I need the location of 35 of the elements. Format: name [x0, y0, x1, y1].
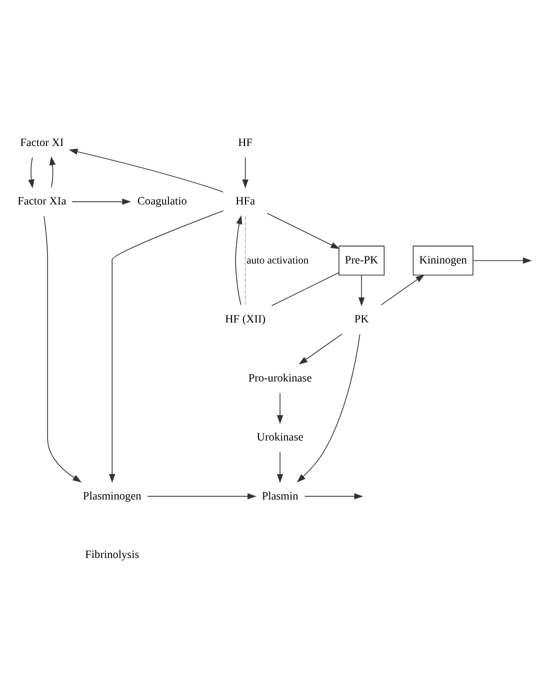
- edge-label: auto activation: [246, 254, 309, 266]
- node-text: Factor XI: [20, 136, 64, 148]
- node-text: Coagulatio: [137, 195, 187, 208]
- connector: [244, 215, 246, 305]
- connector: [271, 272, 340, 306]
- node-text: HFa: [236, 195, 256, 208]
- arrow: [298, 333, 342, 364]
- arrow: [44, 215, 82, 482]
- arrow: [49, 156, 56, 188]
- node-text: Factor XIa: [18, 195, 66, 208]
- arrow: [380, 274, 425, 305]
- arrow: [276, 392, 284, 424]
- arrow: [68, 148, 224, 192]
- arrow: [276, 451, 284, 482]
- arrow: [72, 198, 132, 204]
- arrow: [147, 492, 256, 499]
- label: Fibrinolysis: [85, 548, 140, 561]
- node-text: HF: [238, 136, 253, 148]
- node-text: Pro-urokinase: [248, 372, 312, 384]
- arrow: [296, 333, 360, 482]
- node-text: Plasmin: [262, 490, 298, 502]
- node-box: Pre-PK: [338, 245, 385, 276]
- node-text: Plasminogen: [82, 490, 142, 502]
- node-box: Kininogen: [412, 245, 474, 276]
- arrow: [242, 156, 248, 188]
- arrow: [235, 214, 242, 305]
- node-text: PK: [354, 313, 369, 326]
- arrow: [28, 156, 34, 188]
- node-text: Urokinase: [256, 430, 304, 443]
- arrow: [266, 212, 340, 249]
- arrow: [109, 210, 224, 482]
- node-text: HF (XII): [225, 313, 266, 326]
- arrow: [472, 257, 532, 264]
- arrow: [304, 492, 364, 499]
- arrow: [358, 274, 365, 306]
